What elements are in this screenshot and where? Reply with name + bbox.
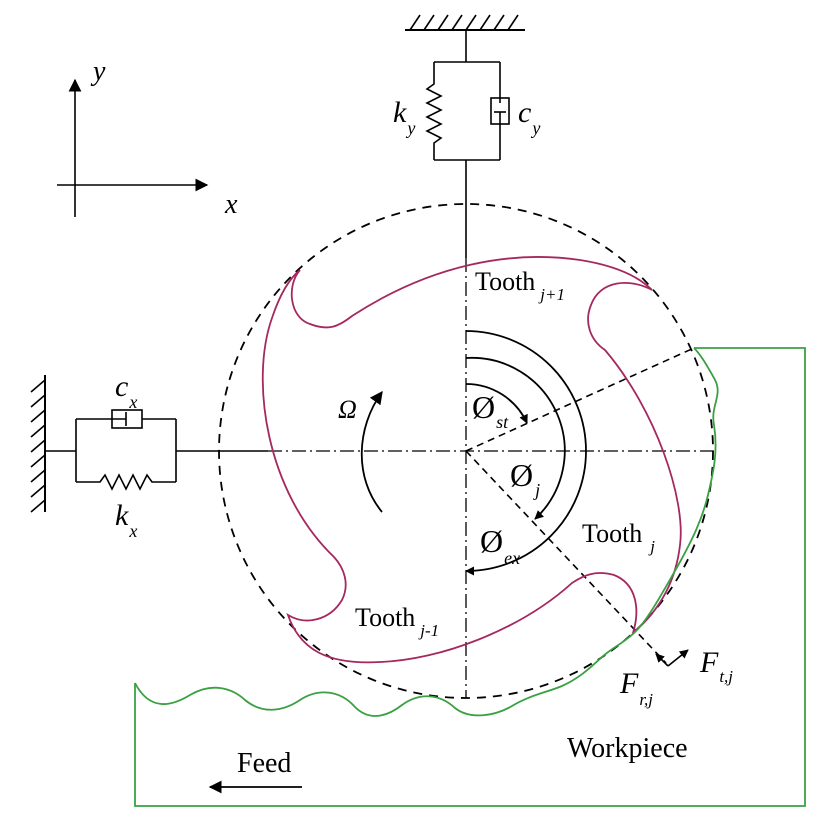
svg-text:ky: ky [393,96,415,138]
rotation-label: Ω [338,395,357,424]
x-axis-label: x [224,189,238,220]
radial-force-label: Fr,j [619,667,653,709]
force-arrows [655,649,689,667]
tangential-force-arrow [667,649,689,667]
workpiece-machined-surface [134,347,719,717]
angle-exit-arc [465,330,587,576]
svg-text:Ft,j: Ft,j [699,646,733,686]
workpiece [134,347,806,807]
ky-label: ky [393,96,415,138]
angle-start-label: Øst [472,389,509,432]
tooth-j-line [465,450,667,664]
cutter-teeth-outline [261,256,682,664]
angle-arcs [360,330,587,576]
cx-label: cx [115,370,137,412]
svg-text:Øex: Øex [480,523,520,568]
svg-text:Øst: Øst [472,389,509,432]
left-ground-hatch [30,379,46,513]
left-support [30,375,268,513]
tangential-force-label: Ft,j [699,646,733,686]
angle-start-arc [465,383,528,424]
svg-text:Øj: Øj [510,457,540,500]
top-support [405,14,525,258]
feed-label: Feed [237,748,291,779]
top-ground-hatch [409,14,519,31]
coordinate-axes [57,78,209,217]
svg-text:cx: cx [115,370,137,412]
radial-force-arrow [655,653,669,667]
y-axis-label: y [90,56,106,87]
angle-exit-label: Øex [480,523,520,568]
start-angle-line [465,347,695,452]
spring-ky [425,62,443,160]
workpiece-label: Workpiece [567,733,688,764]
cy-label: cy [518,96,540,138]
svg-text:cy: cy [518,96,540,138]
angle-current-arc [465,356,566,520]
kx-label: kx [115,499,137,541]
svg-text:Fr,j: Fr,j [619,667,653,709]
workpiece-boundary [134,347,806,807]
svg-text:kx: kx [115,499,137,541]
spring-kx [76,473,176,491]
rotation-arrow [360,390,383,513]
